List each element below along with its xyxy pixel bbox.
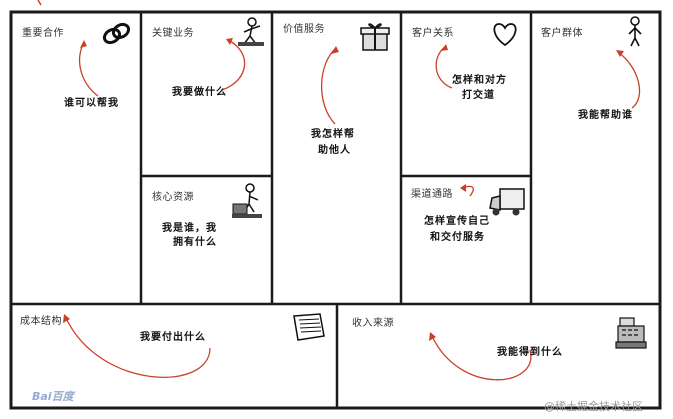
channels-note-line1: 怎样宣传自己 xyxy=(424,216,490,227)
key-resources-note-line1: 我是谁，我 xyxy=(162,223,217,234)
baidu-watermark: Bai百度 xyxy=(32,390,74,403)
key-activities-title: 关键业务 xyxy=(152,28,194,39)
key-partners-title: 重要合作 xyxy=(22,28,64,39)
customer-rel-note-line1: 怎样和对方 xyxy=(452,75,507,86)
customer-seg-note: 我能帮助谁 xyxy=(578,110,633,121)
builder-icon xyxy=(232,183,262,218)
gift-box-icon xyxy=(360,23,390,51)
revenue-note: 我能得到什么 xyxy=(497,347,563,358)
cost-structure-note: 我要付出什么 xyxy=(140,332,206,343)
chain-link-icon xyxy=(102,22,131,45)
revenue-title: 收入来源 xyxy=(352,318,394,329)
heart-icon xyxy=(493,23,517,47)
person-icon xyxy=(628,16,642,47)
channels-note-line2: 和交付服务 xyxy=(430,232,485,243)
customer-seg-title: 客户群体 xyxy=(541,28,583,39)
value-props-note-line1: 我怎样帮 xyxy=(311,129,355,140)
key-partners-note: 谁可以帮我 xyxy=(64,98,119,109)
cash-register-icon xyxy=(615,317,647,349)
cost-structure-title: 成本结构 xyxy=(20,316,62,327)
customer-rel-note-line2: 打交道 xyxy=(462,90,495,101)
value-props-title: 价值服务 xyxy=(283,24,325,35)
top-arrow-fragment-icon xyxy=(37,0,42,6)
value-props-note-line2: 助他人 xyxy=(318,145,351,156)
juejin-watermark: @稀土掘金技术社区 xyxy=(544,400,643,413)
key-activities-note: 我要做什么 xyxy=(172,87,227,98)
customer-rel-title: 客户关系 xyxy=(412,28,454,39)
worker-icon xyxy=(238,17,264,46)
key-resources-note-line2: 拥有什么 xyxy=(173,237,217,248)
document-icon xyxy=(293,313,325,341)
channels-title: 渠道通路 xyxy=(411,189,453,200)
truck-icon xyxy=(489,188,525,216)
key-resources-title: 核心资源 xyxy=(152,192,194,203)
